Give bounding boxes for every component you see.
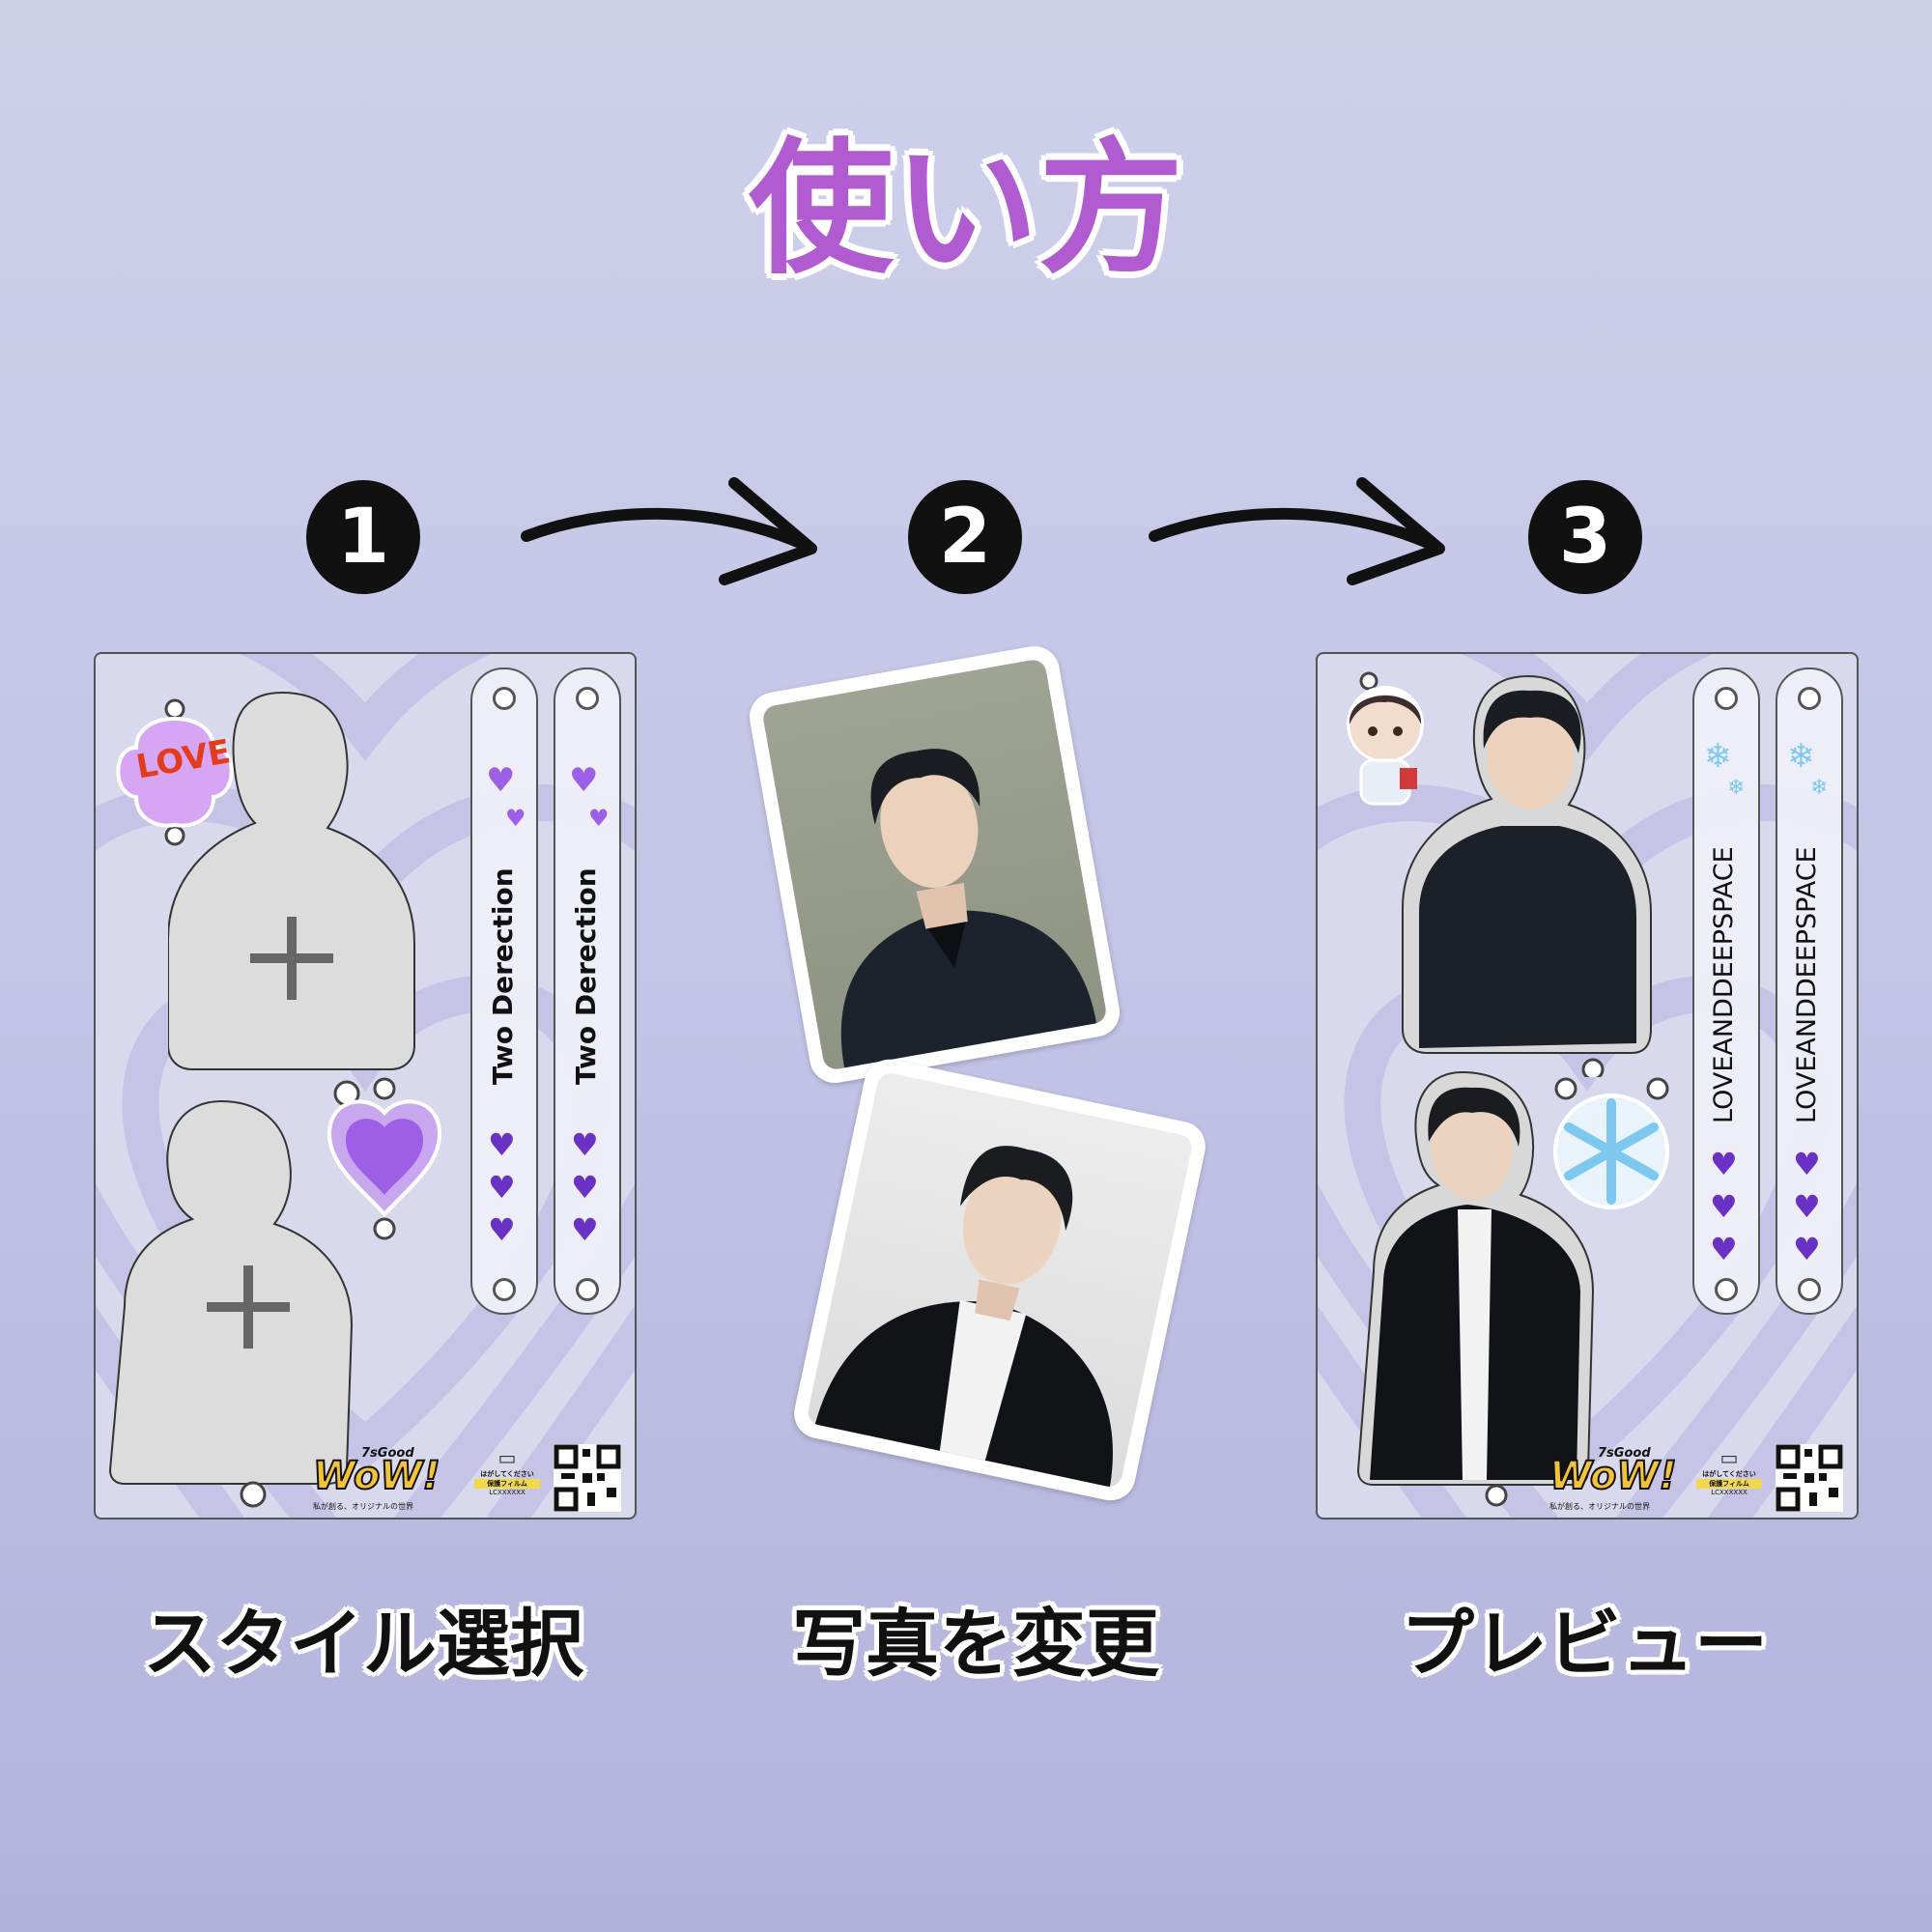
step-2-caption: 写真を変更	[792, 1601, 1159, 1687]
strip-left-text: LOVEANDDEEPSPACE	[1709, 846, 1739, 1123]
snowflake-icon	[1564, 1098, 1659, 1205]
heart-icon: ♥	[505, 805, 526, 832]
snowflake-icon: ❄	[1727, 776, 1746, 800]
snowflake-icon: ❄	[1810, 776, 1829, 800]
preview-sheet[interactable]: ❄ ❄ LOVEANDDEEPSPACE ♥♥♥ ❄ ❄ LOVEANDDEEP…	[1316, 652, 1859, 1520]
heart-icon: ♥♥♥	[571, 1126, 599, 1248]
heart-icon: ♥	[569, 761, 599, 800]
step-1-caption: スタイル選択	[143, 1601, 583, 1687]
film-label: ▭ はがしてください 保護フィルム LCXXXXXX	[1696, 1446, 1762, 1514]
step-1-number: 1	[306, 480, 420, 594]
step-3-caption: プレビュー	[1401, 1601, 1768, 1687]
heart-icon: ♥♥♥	[488, 1126, 516, 1248]
step-2-number: 2	[908, 480, 1022, 594]
strip-right-text: Two Derection	[570, 867, 602, 1085]
love-sticker[interactable]: LOVE	[107, 697, 242, 847]
strip-left-text: Two Derection	[487, 867, 519, 1085]
heart-icon: ♥	[588, 805, 610, 832]
heart-charm[interactable]	[325, 1074, 445, 1243]
photo-card-1[interactable]	[745, 641, 1124, 1088]
arrow-icon	[1149, 477, 1445, 585]
photo-card-2[interactable]	[789, 1054, 1210, 1506]
photo-slot-small[interactable]	[105, 1094, 376, 1509]
chibi-sticker[interactable]	[1332, 671, 1438, 811]
strip-right[interactable]: ♥ ♥ Two Derection ♥♥♥	[554, 668, 621, 1315]
heart-icon	[346, 1119, 423, 1195]
brand-logo: 7sGood WoW! 私が創る、オリジナルの世界	[312, 1446, 441, 1511]
page-title: 使い方	[748, 126, 1183, 294]
snowflake-icon: ❄	[1704, 737, 1732, 776]
film-label: ▭ はがしてください 保護フィルム LCXXXXXX	[474, 1446, 540, 1514]
brand-logo: 7sGood WoW! 私が創る、オリジナルの世界	[1548, 1446, 1678, 1511]
person-photo-1	[840, 749, 1097, 1068]
strip-right[interactable]: ❄ ❄ LOVEANDDEEPSPACE ♥♥♥	[1776, 668, 1843, 1315]
style-template-sheet[interactable]: LOVE ♥ ♥ Two Derection ♥♥♥ ♥ ♥ Two Derec…	[94, 652, 637, 1520]
strip-left[interactable]: ♥ ♥ Two Derection ♥♥♥	[470, 668, 538, 1315]
snowflake-charm[interactable]	[1542, 1069, 1682, 1219]
strip-right-text: LOVEANDDEEPSPACE	[1792, 846, 1822, 1123]
photo-slot-large[interactable]	[168, 688, 419, 1113]
snowflake-icon: ❄	[1787, 737, 1815, 776]
heart-icon: ♥♥♥	[1793, 1146, 1821, 1267]
arrow-icon	[521, 477, 817, 585]
strip-left[interactable]: ❄ ❄ LOVEANDDEEPSPACE ♥♥♥	[1692, 668, 1760, 1315]
heart-icon: ♥♥♥	[1710, 1146, 1738, 1267]
step-3-number: 3	[1528, 480, 1642, 594]
person-photo-2	[814, 1146, 1113, 1488]
qr-code-icon	[554, 1444, 621, 1512]
heart-icon: ♥	[486, 761, 516, 800]
photo-charm-large[interactable]	[1395, 671, 1656, 1077]
photo-charm-small[interactable]	[1347, 1065, 1598, 1509]
qr-code-icon	[1776, 1444, 1843, 1512]
